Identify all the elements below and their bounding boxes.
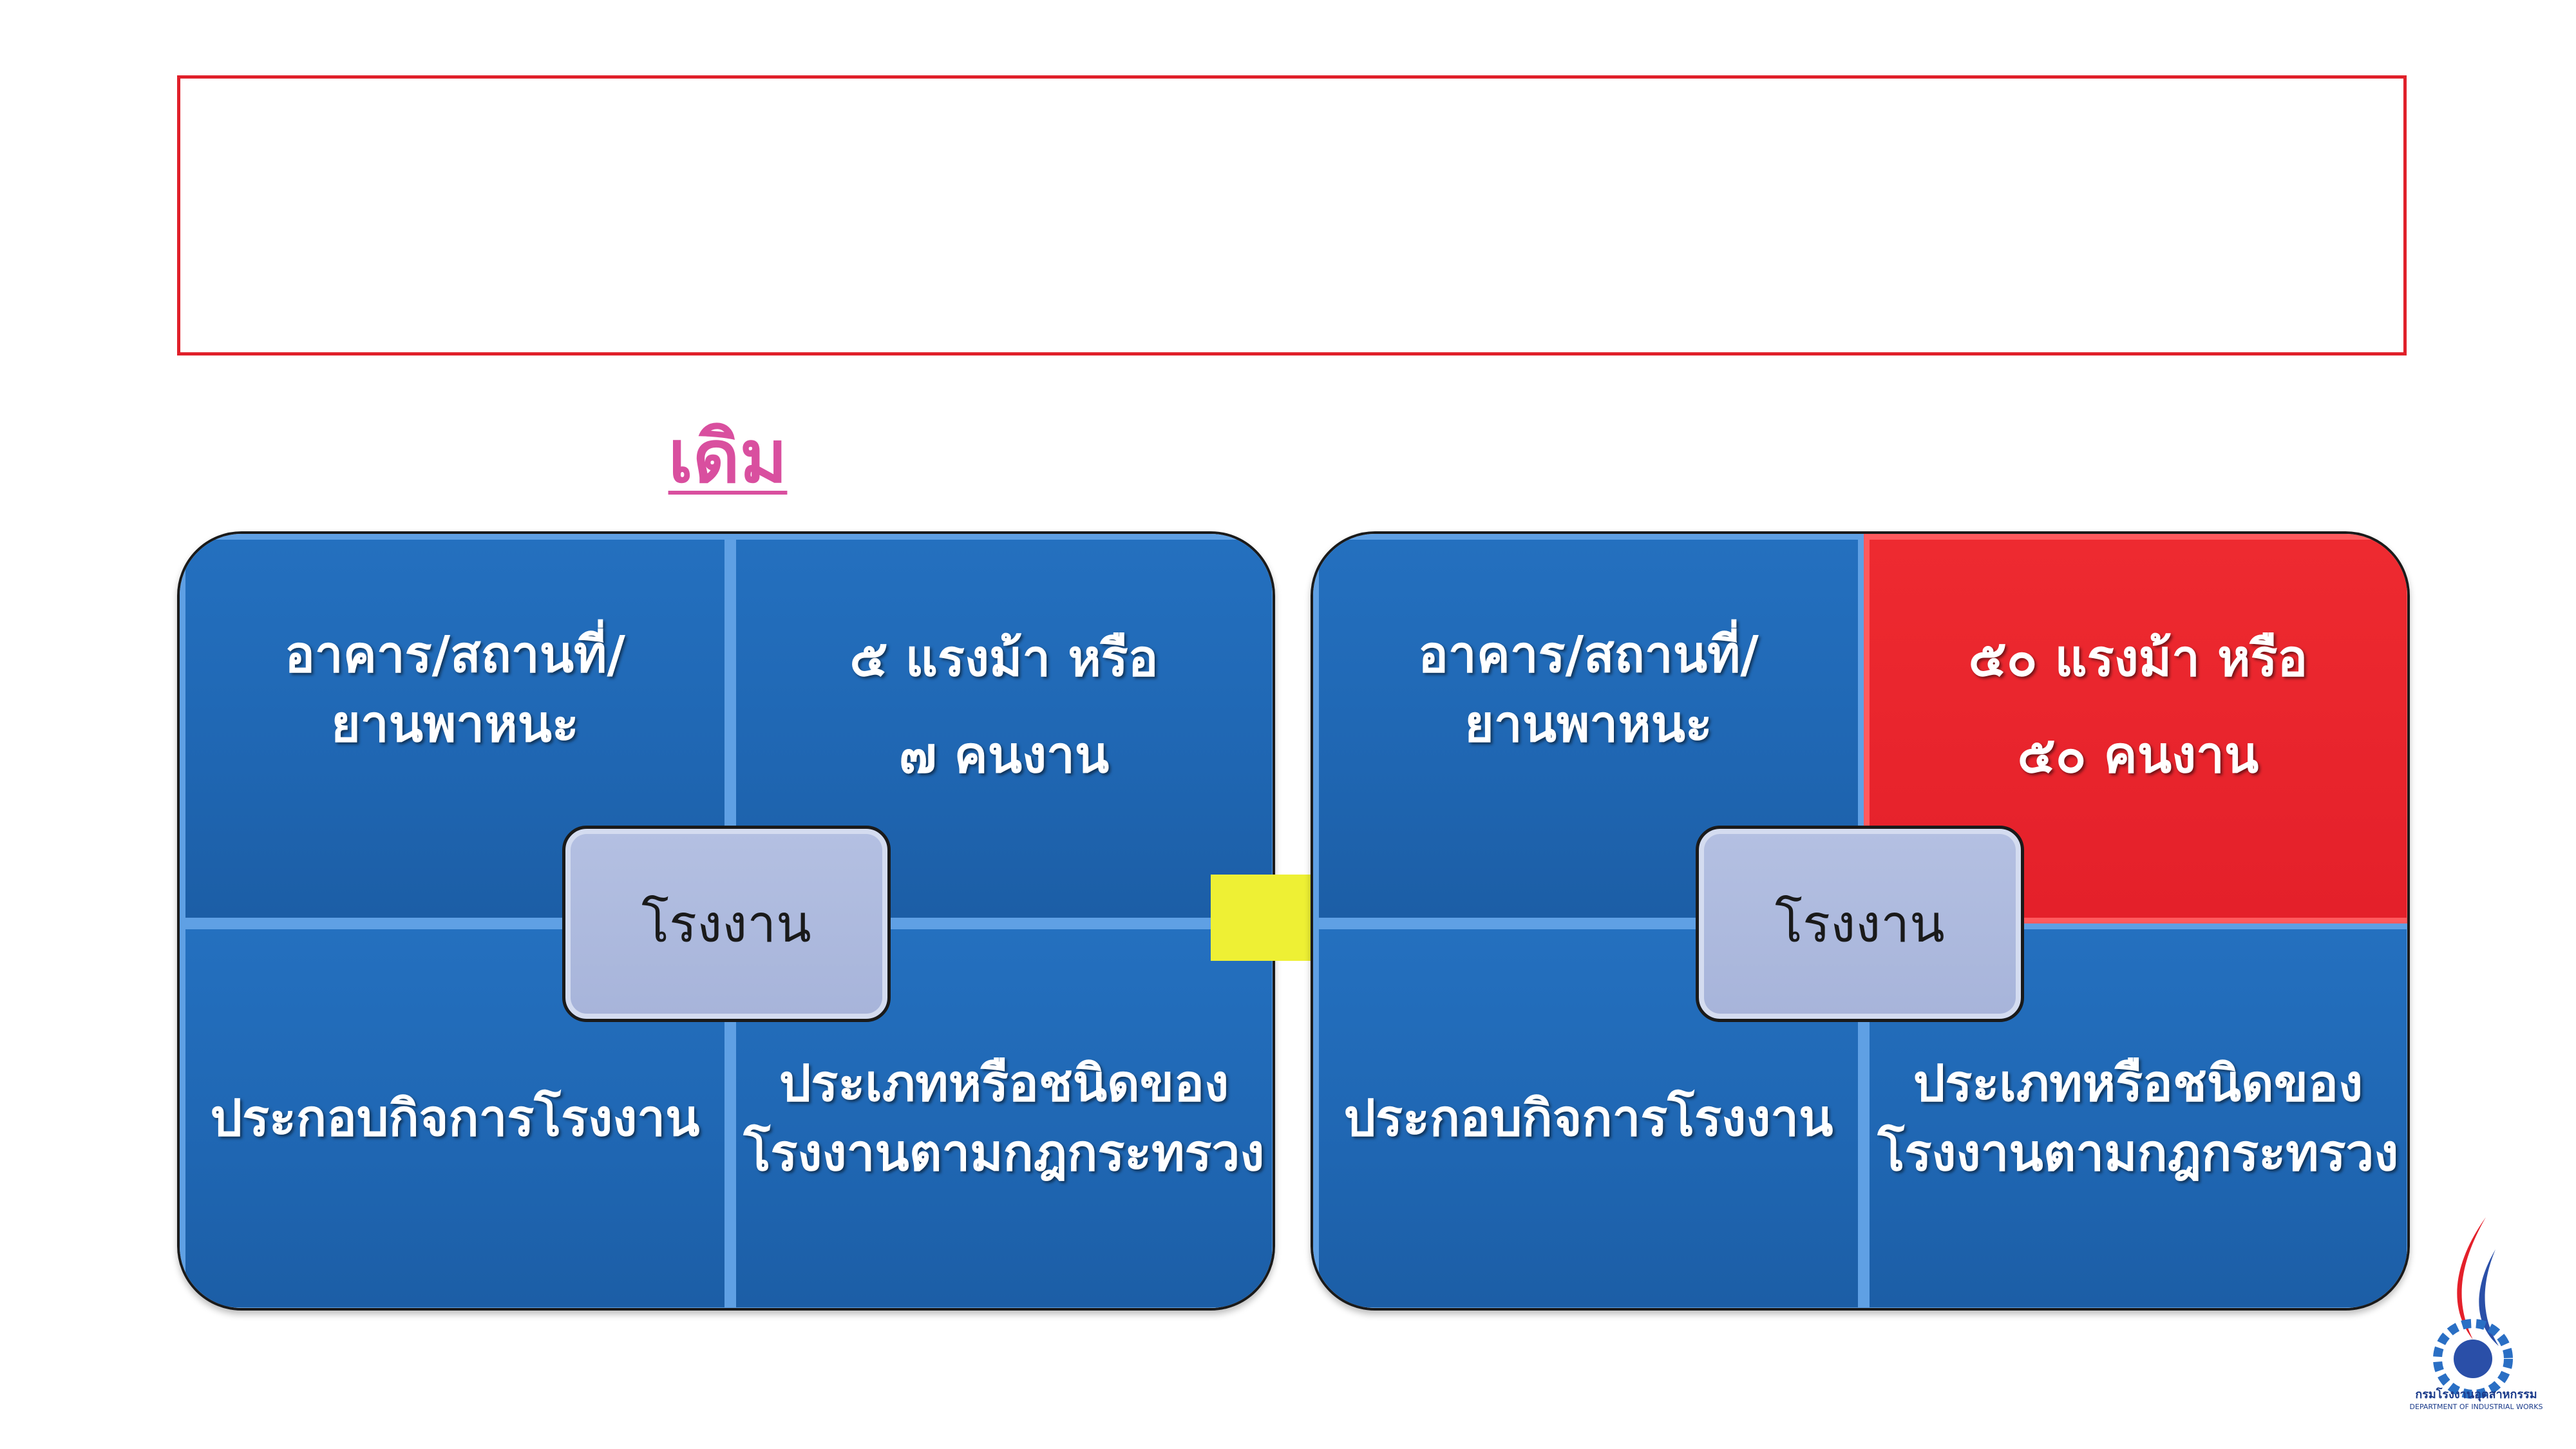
title-box	[177, 75, 2407, 355]
right-matrix: อาคาร/สถานที่/ ยานพาหนะ ๕๐ แรงม้า หรือ ๕…	[1311, 531, 2410, 1311]
left-br-line1: ประเภทหรือชนิดของ	[779, 1054, 1229, 1113]
left-tr-line1: ๕ แรงม้า หรือ	[849, 630, 1159, 688]
right-quad-bottom-right: ประเภทหรือชนิดของ โรงงานตามกฎกระทรวง	[1864, 923, 2407, 1308]
department-logo-icon	[2433, 1217, 2513, 1399]
left-tr-line2: ๗ คนงาน	[898, 726, 1110, 784]
left-tl-line2: ยานพาหนะ	[331, 696, 579, 753]
right-br-line2: โรงงานตามกฎกระทรวง	[1877, 1124, 2399, 1182]
left-br-line2: โรงงานตามกฎกระทรวง	[743, 1124, 1265, 1182]
left-tl-line1: อาคาร/สถานที่/	[285, 626, 625, 684]
right-tr-line2: ๕๐ คนงาน	[2017, 726, 2259, 784]
left-bl-line1: ประกอบกิจการโรงงาน	[210, 1089, 700, 1148]
right-center-box: โรงงาน	[1696, 826, 2024, 1022]
logo-name: กรมโรงงานอุตสาหกรรม	[2415, 1388, 2537, 1401]
heading-old: เดิม	[668, 415, 788, 499]
right-bl-line1: ประกอบกิจการโรงงาน	[1343, 1089, 1833, 1148]
right-tl-line1: อาคาร/สถานที่/	[1418, 626, 1759, 684]
right-tl-line2: ยานพาหนะ	[1464, 696, 1712, 753]
right-tr-line1: ๕๐ แรงม้า หรือ	[1968, 630, 2308, 688]
logo-subtitle: DEPARTMENT OF INDUSTRIAL WORKS	[2409, 1403, 2543, 1411]
right-br-line1: ประเภทหรือชนิดของ	[1913, 1054, 2363, 1113]
left-center-box: โรงงาน	[562, 826, 891, 1022]
